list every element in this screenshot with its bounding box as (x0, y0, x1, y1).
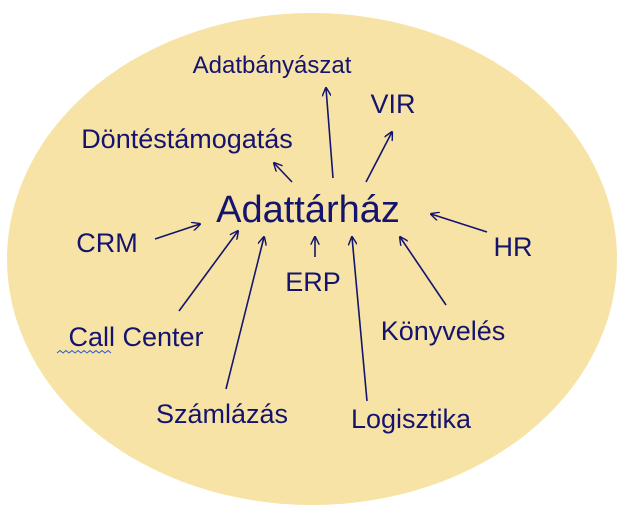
spellcheck-underline (56, 349, 112, 354)
arrow-to-vir (365, 132, 392, 183)
node-vir: VIR (370, 89, 415, 119)
arrow-from-call-center (178, 231, 238, 312)
arrow-from-hr (431, 214, 488, 233)
arrow-from-crm (154, 224, 200, 240)
node-adatbanyaszat: Adatbányászat (193, 52, 352, 79)
arrow-from-szamlazas (225, 237, 264, 390)
node-dontestamogatas: Döntéstámogatás (81, 124, 293, 154)
node-erp: ERP (285, 267, 341, 297)
node-szamlazas: Számlázás (156, 399, 288, 429)
background-ellipse (7, 13, 617, 505)
node-crm: CRM (76, 228, 138, 258)
node-hr: HR (494, 232, 533, 262)
node-call-center: Call Center (68, 322, 203, 352)
arrow-from-logisztika (352, 237, 368, 402)
node-konyveles: Könyvelés (381, 316, 506, 346)
center-label: Adattárház (216, 189, 400, 231)
arrow-to-adatbanyaszat (326, 88, 334, 179)
arrow-to-dontestamogatas (274, 163, 293, 183)
node-logisztika: Logisztika (351, 404, 472, 434)
arrow-from-konyveles (400, 237, 447, 306)
